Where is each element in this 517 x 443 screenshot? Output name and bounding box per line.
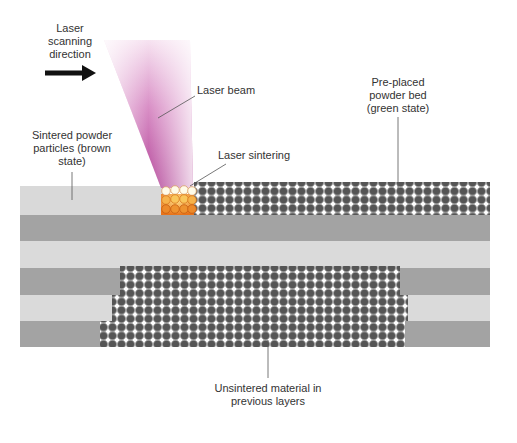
leader-line <box>190 164 226 186</box>
direction-arrow <box>45 65 96 81</box>
powder-bed <box>194 182 490 215</box>
laser-beam <box>104 40 193 188</box>
unsintered-powder <box>100 266 408 347</box>
beam-label: Laser beam <box>186 84 266 97</box>
sintering-label: Laser sintering <box>204 149 304 162</box>
powder-bed-label: Pre-placed powder bed (green state) <box>358 76 438 116</box>
leader-line <box>398 117 399 190</box>
leader-line <box>72 172 73 200</box>
sintered-label: Sintered powder particles (brown state) <box>24 129 120 169</box>
sintering-spot <box>161 186 196 215</box>
leader-line <box>268 340 269 378</box>
direction-label: Laser scanning direction <box>38 22 102 62</box>
leader-line <box>158 96 195 118</box>
unsintered-label: Unsintered material in previous layers <box>208 382 328 408</box>
